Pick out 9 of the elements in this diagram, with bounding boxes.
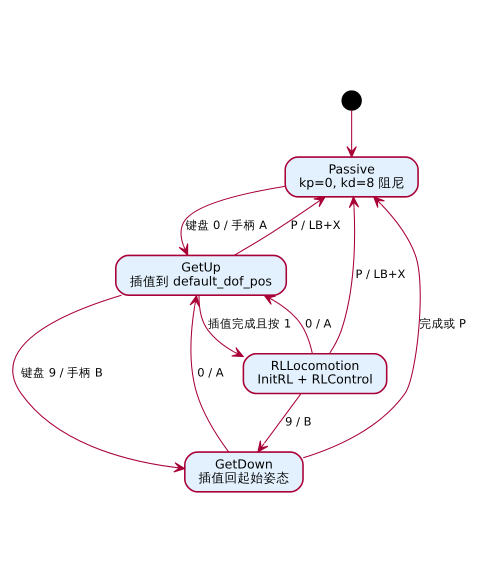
edge-label: 插值完成且按 1: [208, 316, 292, 330]
edge-label: 0 / A: [197, 365, 224, 380]
edge-label: 键盘 0 / 手柄 A: [185, 218, 267, 232]
edge-label: 完成或 P: [419, 316, 466, 330]
edge-label: 0 / A: [304, 316, 332, 330]
edge-label: P / LB+X: [290, 218, 341, 232]
edge-label: 键盘 9 / 手柄 B: [21, 365, 103, 380]
edge-label: P / LB+X: [355, 266, 406, 281]
edge-label: 9 / B: [285, 414, 312, 428]
